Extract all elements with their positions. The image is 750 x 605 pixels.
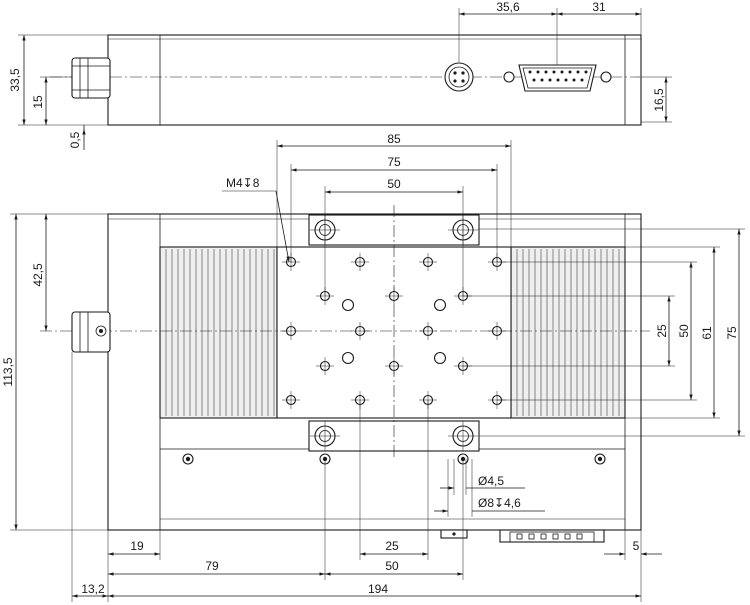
dsub-pin: [516, 533, 523, 540]
top-view: 35,6 31 33,5 15 0,5 16,5: [8, 0, 672, 150]
dsub-pin: [548, 78, 552, 82]
motor-connector-icon: [71, 57, 111, 99]
cable-gland-icon: [440, 529, 468, 539]
left-bellows: [159, 246, 278, 419]
dsub-pin: [564, 533, 571, 540]
dim-75-right: 75: [725, 326, 739, 340]
dim-42-5: 42,5: [31, 263, 45, 287]
hole-diameter-small: Ø4,5: [478, 474, 504, 488]
round-connector-icon: [444, 62, 474, 92]
dim-16-5: 16,5: [652, 88, 666, 112]
dsub-pin: [568, 70, 572, 74]
dsub-pin: [544, 70, 548, 74]
dsub-pin: [564, 78, 568, 82]
dim-25-bottom: 25: [385, 539, 399, 553]
dim-50-top: 50: [387, 177, 401, 191]
dsub-pin: [528, 533, 535, 540]
bottom-dsub-icon: [499, 529, 605, 543]
side-connector-icon: [71, 311, 111, 353]
dim-113-5: 113,5: [1, 357, 15, 386]
dim-5: 5: [633, 539, 640, 553]
dim-15: 15: [31, 95, 45, 109]
through-hole: [341, 351, 355, 365]
dsub-pin: [556, 78, 560, 82]
dsub-pin: [580, 78, 584, 82]
dsub-pin: [540, 533, 547, 540]
dim-50-bottom: 50: [385, 559, 399, 573]
tapped-hole: [282, 391, 300, 409]
front-view: 85 75 50 M4↧8 42,5 113,5 25 50 61: [1, 132, 745, 602]
dsub-pin: [528, 70, 532, 74]
dim-79: 79: [205, 559, 219, 573]
mounting-hole: [594, 453, 606, 465]
dim-61: 61: [700, 326, 714, 340]
tapped-hole: [316, 357, 334, 375]
dim-35-6: 35,6: [496, 0, 520, 14]
hole-counterbore: Ø8↧4,6: [478, 496, 521, 510]
dsub-pin: [536, 70, 540, 74]
right-bellows: [510, 246, 626, 419]
tapped-hole: [351, 322, 369, 340]
dim-85: 85: [387, 132, 401, 146]
tapped-hole: [282, 322, 300, 340]
dsub-pin: [584, 70, 588, 74]
thread-callout: M4↧8: [226, 176, 260, 190]
through-hole: [433, 351, 447, 365]
dim-75-top: 75: [387, 155, 401, 169]
dsub-pin: [576, 533, 583, 540]
dsub-pin: [576, 70, 580, 74]
dim-194: 194: [368, 582, 388, 596]
through-hole: [433, 298, 447, 312]
dsub-pin: [552, 533, 559, 540]
mounting-hole: [182, 453, 194, 465]
tapped-hole: [385, 287, 403, 305]
dim-25-right: 25: [655, 324, 669, 338]
tapped-hole: [488, 322, 506, 340]
tapped-hole: [419, 253, 437, 271]
dim-33-5: 33,5: [8, 68, 22, 92]
dsub-pin: [572, 78, 576, 82]
dsub-pin: [532, 78, 536, 82]
counterbore-hole: [448, 421, 478, 451]
dim-50-right: 50: [677, 324, 691, 338]
dsub-pin: [560, 70, 564, 74]
dim-31: 31: [592, 0, 606, 14]
through-hole: [341, 298, 355, 312]
dsub-connector-icon: [503, 64, 612, 92]
counterbore-hole: [310, 421, 340, 451]
dsub-pin: [552, 70, 556, 74]
dsub-pin: [540, 78, 544, 82]
dim-13-2: 13,2: [81, 582, 105, 596]
tapped-hole: [385, 357, 403, 375]
dim-19: 19: [130, 539, 144, 553]
dim-0-5: 0,5: [68, 131, 82, 148]
tapped-hole: [351, 253, 369, 271]
tapped-hole: [419, 322, 437, 340]
